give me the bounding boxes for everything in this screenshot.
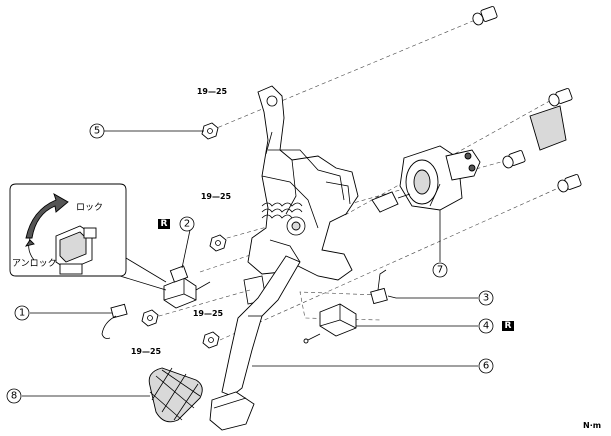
unlock-label: アンロック [12, 258, 57, 269]
svg-text:1: 1 [19, 308, 25, 319]
bolt-top [472, 6, 498, 26]
leader-lines [22, 130, 478, 397]
svg-text:3: 3 [483, 293, 489, 304]
bolt-right-upper [548, 88, 573, 107]
callout-8: 8 [6, 388, 22, 404]
stop-light-switch [163, 265, 211, 309]
nut-left [141, 309, 159, 327]
gasket-plate [529, 105, 567, 151]
pedal-pad [148, 367, 203, 423]
torque-value-upper-nut: 19—25 [197, 87, 228, 96]
callout-4: 4 [478, 318, 494, 334]
harness-connector-1 [101, 303, 128, 339]
nut-upper [201, 122, 219, 140]
callout-5: 5 [89, 123, 105, 139]
svg-text:4: 4 [483, 321, 489, 332]
replace-mark-part-4: R [502, 321, 514, 331]
master-cylinder [399, 145, 481, 211]
pedal-switch-4 [303, 303, 357, 344]
harness-connector-3 [370, 269, 388, 305]
assembly-guide-lines [151, 17, 566, 341]
callout-6: 6 [478, 358, 494, 374]
lock-label: ロック [76, 202, 103, 213]
replace-mark-switch: R [158, 219, 170, 229]
callout-1: 1 [14, 305, 30, 321]
pushrod-connector [371, 191, 411, 213]
svg-text:R: R [505, 321, 512, 331]
torque-value-left-nut: 19—25 [131, 347, 162, 356]
bolt-right-middle [502, 150, 526, 169]
callout-3: 3 [478, 290, 494, 306]
nut-lower [202, 331, 220, 349]
bolt-right-lower [557, 174, 582, 193]
lock-detail-inset: ロック アンロック [9, 183, 167, 291]
svg-text:8: 8 [11, 391, 17, 402]
torque-value-lower-nut: 19—25 [193, 309, 224, 318]
svg-text:5: 5 [94, 126, 100, 137]
brake-pedal-arm [209, 255, 301, 431]
nut-middle [209, 234, 227, 252]
return-spring [261, 202, 303, 219]
svg-text:7: 7 [437, 265, 443, 276]
torque-unit: N·m [583, 421, 601, 430]
callout-2: 2 [179, 216, 195, 232]
callout-7: 7 [432, 262, 448, 278]
svg-text:2: 2 [184, 219, 190, 230]
svg-text:R: R [161, 219, 168, 229]
svg-text:6: 6 [483, 361, 489, 372]
torque-value-middle-nut: 19—25 [201, 192, 232, 201]
pedal-bracket [243, 85, 359, 305]
